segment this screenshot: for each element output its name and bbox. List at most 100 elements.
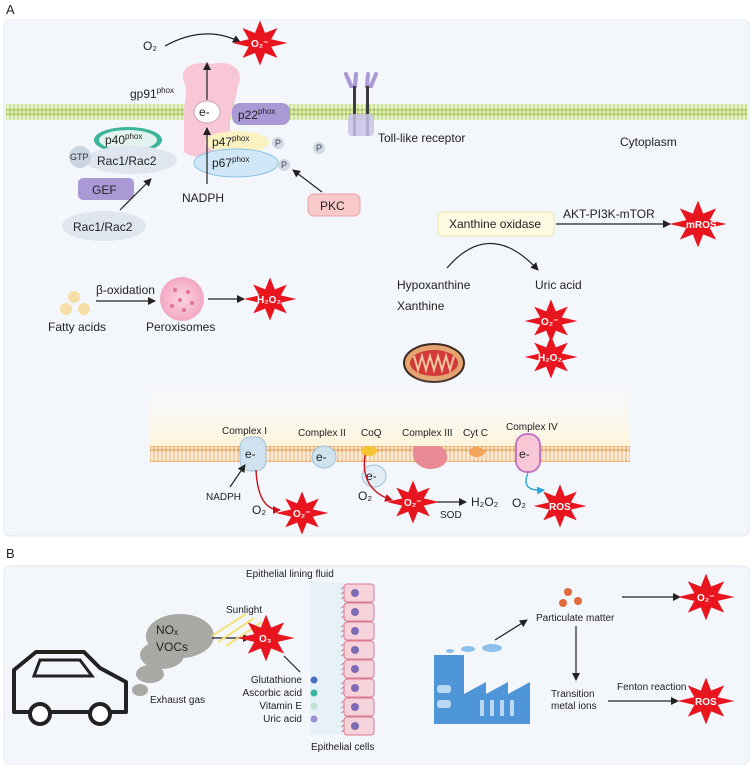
rac-free (62, 211, 146, 241)
h2o2-perox: H₂O₂ (257, 295, 281, 306)
complex3-label: Complex III (402, 428, 453, 439)
cilia (340, 586, 345, 600)
emission-arrow (494, 619, 528, 641)
cell-nucleus (351, 589, 359, 597)
cilia (340, 605, 345, 619)
panel-a-label: A (6, 2, 15, 17)
cell-membrane (6, 104, 747, 120)
xo-reaction-arrow (446, 242, 539, 271)
sunlight-label: Sunlight (226, 605, 262, 616)
nox-label: NOₓ (156, 623, 178, 637)
mito-nadph-label: NADPH (206, 492, 241, 503)
p22phox-subunit (232, 103, 290, 125)
epithelial-cells (340, 583, 375, 736)
gtp-molecule (69, 146, 91, 168)
antioxidant-dot (310, 715, 318, 723)
cilia (340, 700, 345, 714)
toll-like-receptor (344, 72, 378, 136)
car-wheel-front (28, 702, 52, 726)
cell-nucleus (351, 703, 359, 711)
p47-p-label: P (275, 138, 281, 148)
cilia (340, 643, 345, 657)
complex3 (412, 446, 448, 470)
nadph-label: NADPH (182, 191, 224, 205)
peroxisome-granules (170, 288, 194, 312)
o2-radical-xo: O₂⁻ (541, 317, 559, 328)
cell-nucleus (351, 627, 359, 635)
hypoxanthine-label: Hypoxanthine (397, 278, 471, 292)
antioxidant-dot (310, 702, 318, 710)
complex4-label: Complex IV (506, 422, 558, 433)
p67phox-subunit (193, 148, 279, 178)
fatty-acids-label: Fatty acids (48, 320, 106, 334)
akt-label: AKT-PI3K-mTOR (563, 207, 655, 221)
pkc-arrow (292, 169, 323, 193)
sod-label: SOD (440, 510, 462, 521)
antioxidant-label: Ascorbic acid (243, 688, 302, 699)
p67-label: p67phox (212, 155, 249, 170)
rac-complex-label: Rac1/Rac2 (97, 154, 157, 168)
car-window (31, 658, 95, 678)
ros-fenton: ROS (695, 697, 717, 708)
particulate-icon (559, 588, 582, 607)
p22-label: p22phox (238, 107, 275, 122)
fatty-acid-droplets (60, 291, 90, 315)
complex4-electron: e- (519, 447, 530, 461)
cytc-molecule (469, 447, 485, 457)
cell-nucleus (351, 646, 359, 654)
gef-box (78, 178, 134, 200)
lining-fluid-layer (310, 582, 344, 734)
p67-p-label: P (281, 160, 287, 170)
antioxidant-link (283, 655, 301, 673)
antioxidant-label: Glutathione (251, 675, 303, 686)
ros-c4: ROS (549, 502, 571, 513)
mito-nadph-arrow (229, 464, 246, 488)
gp91-label: gp91phox (130, 86, 174, 101)
xanthine-label: Xanthine (397, 299, 445, 313)
cytoplasm-label: Cytoplasm (620, 135, 677, 149)
free-phosphate (313, 142, 325, 154)
tlr-label: Toll-like receptor (378, 131, 465, 145)
complex2 (311, 445, 337, 469)
antioxidant-dot (310, 689, 318, 697)
cell-nucleus (351, 684, 359, 692)
cell-nucleus (351, 608, 359, 616)
complex2-label: Complex II (298, 428, 346, 439)
gtp-label: GTP (70, 152, 89, 162)
o3-label: O₃ (259, 634, 272, 645)
c4-reduction-arrow (525, 472, 545, 495)
mito-inner-membrane (150, 446, 630, 462)
beta-oxidation-label: β-oxidation (96, 283, 155, 297)
o2-coq: O₂ (358, 489, 372, 503)
xanthine-oxidase-box (437, 211, 555, 237)
cytc-label: Cyt C (463, 428, 488, 439)
particulate-label: Particulate matter (536, 613, 615, 624)
o2-radical-coq: O₂⁻ (404, 498, 422, 509)
o2-reduction-arrow (164, 33, 241, 47)
cilia (340, 662, 345, 676)
transition-metal-line2: metal ions (551, 701, 597, 712)
o2-radical-top: O₂⁻ (251, 39, 269, 50)
panel-b-label: B (6, 546, 15, 561)
coq-electron: e- (366, 469, 377, 483)
complex2-electron: e- (316, 450, 327, 464)
complex1 (239, 436, 267, 472)
cilia (340, 681, 345, 695)
uric-acid-label: Uric acid (535, 278, 582, 292)
gef-label: GEF (92, 183, 117, 197)
complex1-label: Complex I (222, 426, 267, 437)
cilia (340, 719, 345, 733)
free-p-label: P (316, 143, 322, 153)
o2-top: O₂ (143, 39, 157, 53)
transition-metal-line1: Transition (551, 689, 595, 700)
c1-reduction-arrow (255, 469, 281, 514)
o2-radical-pm: O₂⁻ (697, 593, 715, 604)
p47phox-subunit (205, 131, 269, 153)
peroxisomes-label: Peroxisomes (146, 320, 215, 334)
car-wheel-rear (88, 702, 112, 726)
rac-activation-arrow (119, 178, 152, 211)
rac-complex (85, 146, 177, 174)
h2o2-mito: H₂O₂ (471, 495, 499, 509)
coq-label: CoQ (361, 428, 382, 439)
